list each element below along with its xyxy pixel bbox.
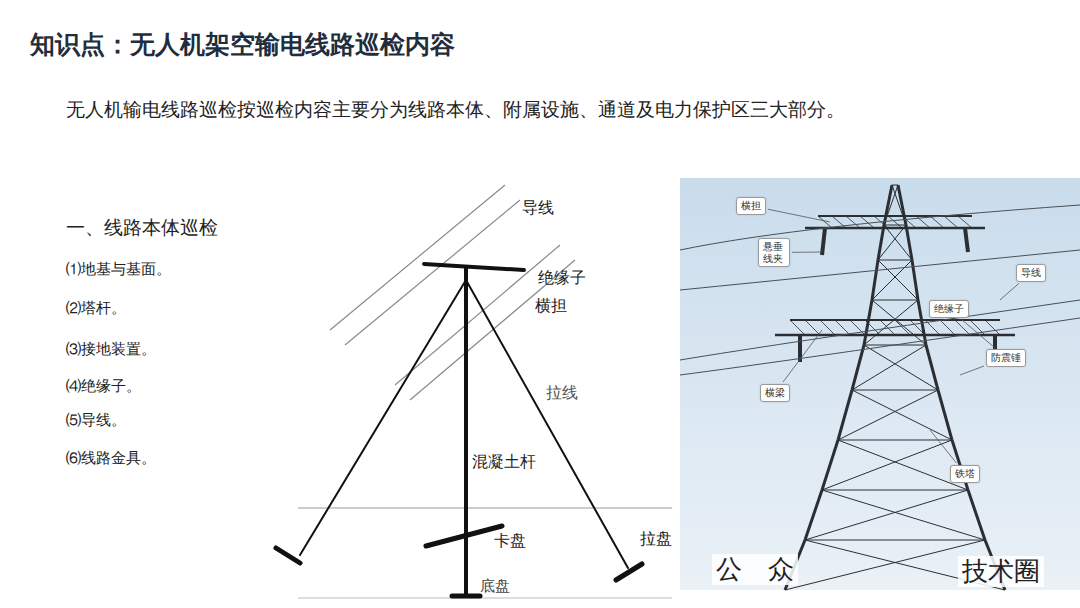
part-label: 绝缘子	[538, 268, 586, 287]
callout-box: 横担	[736, 197, 766, 215]
leader-line	[960, 366, 984, 375]
ground-line	[298, 598, 672, 599]
callout-box: 铁塔	[950, 465, 980, 483]
conductor-lines	[330, 185, 575, 400]
callout-box: 绝缘子	[929, 300, 969, 318]
part-label: 导线	[522, 198, 554, 217]
part-label: 卡盘	[494, 531, 526, 550]
list-item: ⑸导线。	[66, 411, 126, 429]
watermark: 技术圈	[958, 556, 1044, 587]
part-label: 混凝土杆	[472, 452, 536, 471]
ground-line	[298, 508, 672, 509]
callout-text: 防震锤	[991, 352, 1021, 364]
callout-text: 铁塔	[955, 468, 975, 480]
leader-line	[792, 252, 822, 253]
callout-text: 悬垂线夹	[763, 241, 785, 264]
list-item: ⑹线路金具。	[66, 449, 156, 467]
callout-box: 悬垂线夹	[758, 238, 790, 267]
tower-photo	[680, 178, 1080, 590]
list-item: ⑵塔杆。	[66, 299, 126, 317]
pole-schematic	[276, 264, 642, 596]
subtitle-text: 无人机输电线路巡检按巡检内容主要分为线路本体、附属设施、通道及电力保护区三大部分…	[66, 98, 845, 121]
leader-line	[930, 430, 956, 463]
leader-line	[768, 209, 830, 222]
part-label: 拉线	[546, 383, 578, 402]
callout-text: 导线	[1021, 267, 1041, 279]
callout-box: 横梁	[760, 384, 790, 402]
list-item: ⑷绝缘子。	[66, 377, 141, 395]
list-item: ⑴地基与基面。	[66, 260, 171, 278]
callout-box: 导线	[1016, 264, 1046, 282]
part-label: 底盘	[480, 577, 510, 595]
leader-lines	[768, 209, 1019, 463]
leader-line	[783, 330, 822, 382]
power-lines	[680, 205, 1080, 375]
watermark: 公 众	[712, 554, 798, 585]
part-label: 拉盘	[640, 529, 672, 548]
callout-text: 横担	[741, 200, 761, 212]
slide-title: 知识点：无人机架空输电线路巡检内容	[30, 30, 455, 60]
part-label: 横担	[535, 296, 567, 315]
section-heading: 一、线路本体巡检	[66, 216, 218, 239]
lattice-tower	[775, 185, 1015, 590]
callout-box: 防震锤	[986, 349, 1026, 367]
callout-text: 横梁	[765, 387, 785, 399]
callout-text: 绝缘子	[934, 303, 964, 315]
leader-line	[962, 320, 995, 349]
leader-line	[1000, 284, 1019, 301]
list-item: ⑶接地装置。	[66, 340, 156, 358]
